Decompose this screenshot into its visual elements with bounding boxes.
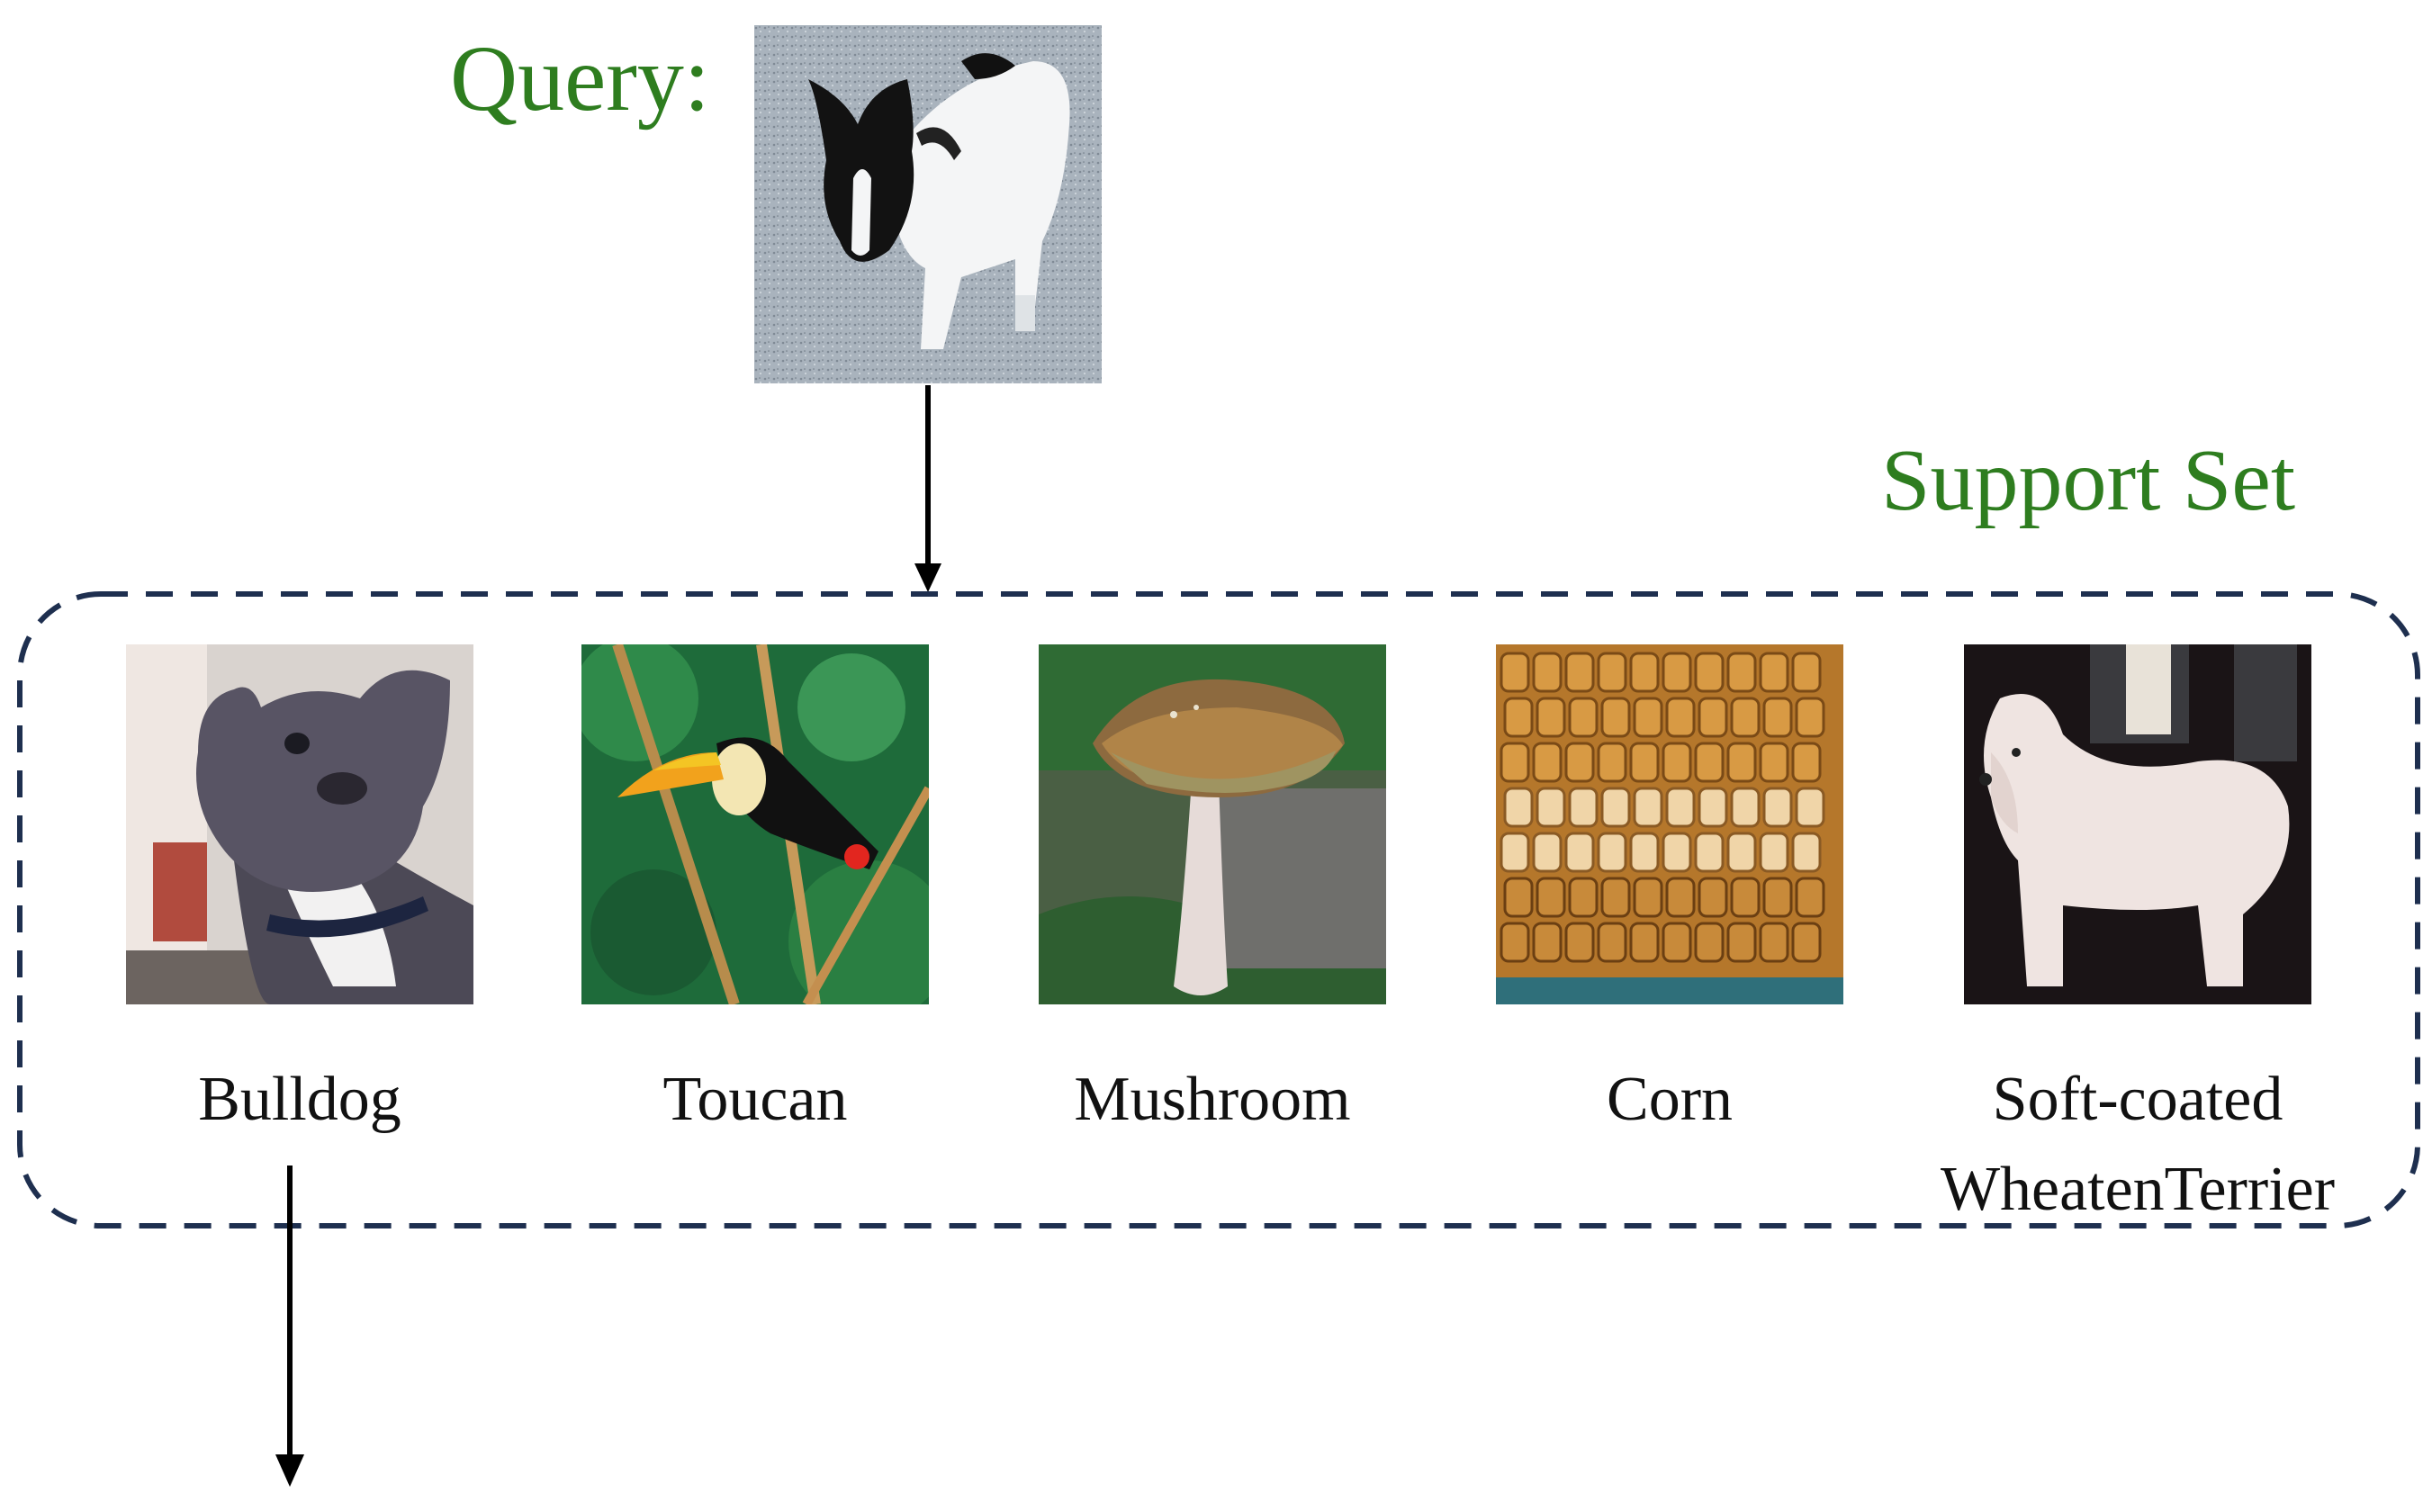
support-caption-corn: Corn [1607, 1065, 1733, 1134]
support-caption-mushroom: Mushroom [1074, 1065, 1351, 1134]
query-image [754, 25, 1102, 383]
support-set-label: Support Set [1881, 432, 2296, 529]
query-label: Query: [450, 27, 710, 130]
support-caption-wheaten-terrier-line2: WheatenTerrier [1940, 1155, 2336, 1224]
support-image-bulldog [126, 644, 473, 1004]
support-image-mushroom [1039, 644, 1386, 1004]
support-caption-wheaten-terrier-line1: Soft-coated [1992, 1065, 2283, 1134]
support-caption-bulldog: Bulldog [198, 1065, 401, 1134]
support-image-corn [1496, 644, 1843, 1004]
support-image-toucan [581, 644, 929, 1004]
support-image-wheaten-terrier [1964, 644, 2311, 1004]
support-caption-toucan: Toucan [662, 1065, 848, 1134]
